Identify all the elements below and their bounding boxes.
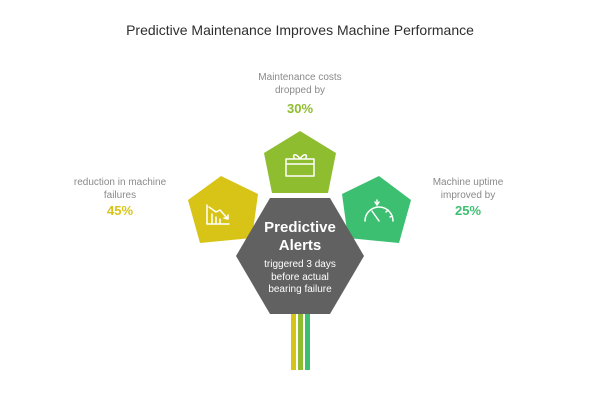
label-uptime-line2: improved by <box>440 190 496 201</box>
label-costs: Maintenance costs dropped by <box>240 71 360 97</box>
speedometer-icon <box>364 199 394 222</box>
center-desc-line3: bearing failure <box>268 284 332 295</box>
label-uptime-line1: Machine uptime <box>432 177 504 188</box>
label-failures-line1: reduction in machine <box>73 177 167 188</box>
diagram-title: Predictive Maintenance Improves Machine … <box>126 22 474 38</box>
stem-green <box>305 312 310 370</box>
center-description: triggered 3 days before actual bearing f… <box>250 259 350 297</box>
value-costs: 30% <box>286 101 314 116</box>
value-failures: 45% <box>106 203 134 218</box>
stem-yellow <box>291 312 296 370</box>
label-costs-line2: dropped by <box>274 85 326 96</box>
label-uptime: Machine uptime improved by <box>408 176 528 202</box>
value-uptime: 25% <box>454 203 482 218</box>
center-hexagon <box>236 198 364 314</box>
center-title-line1: Predictive <box>264 219 336 236</box>
center-title-line2: Alerts <box>278 237 322 254</box>
gift-box-icon <box>285 154 315 177</box>
declining-chart-icon <box>206 204 230 225</box>
center-desc-line2: before actual <box>271 271 329 283</box>
pentagon-failures <box>188 176 258 243</box>
label-failures: reduction in machine failures <box>60 176 180 202</box>
pentagon-costs <box>264 131 336 193</box>
label-costs-line1: Maintenance costs <box>258 72 342 83</box>
center-title: Predictive Alerts <box>240 219 360 255</box>
center-desc-line1: triggered 3 days <box>264 259 336 270</box>
stem-lime <box>298 312 303 370</box>
label-failures-line2: failures <box>103 190 137 201</box>
pentagon-uptime <box>342 176 411 243</box>
